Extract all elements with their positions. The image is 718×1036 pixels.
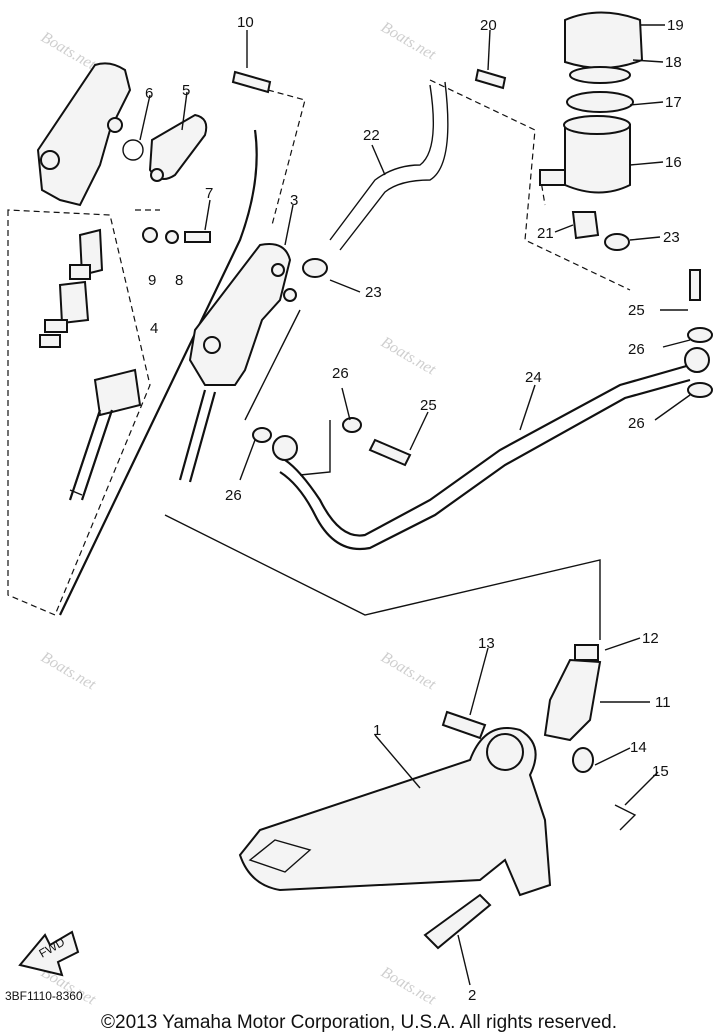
callout-12[interactable]: 12 bbox=[642, 630, 659, 647]
callout-2[interactable]: 2 bbox=[468, 987, 476, 1004]
front-direction-arrow[interactable]: FWD bbox=[18, 930, 80, 977]
callout-17[interactable]: 17 bbox=[665, 94, 682, 111]
bolt-25-center bbox=[368, 438, 412, 467]
brake-pedal-assembly bbox=[238, 644, 637, 950]
callout-3[interactable]: 3 bbox=[290, 192, 298, 209]
callout-5[interactable]: 5 bbox=[182, 82, 190, 99]
diagram-code: 3BF1110-8360 bbox=[5, 989, 83, 1003]
leader-lines bbox=[139, 24, 691, 986]
o-ring-6 bbox=[122, 139, 144, 161]
callout-26[interactable]: 26 bbox=[628, 415, 645, 432]
callout-14[interactable]: 14 bbox=[630, 739, 647, 756]
washer-26 bbox=[687, 327, 713, 343]
callout-6[interactable]: 6 bbox=[145, 85, 153, 102]
bolt-10 bbox=[231, 70, 272, 94]
watermark: Boats.net bbox=[38, 649, 99, 694]
brake-hose-24 bbox=[279, 363, 691, 551]
separator-line bbox=[59, 129, 258, 616]
master-cylinder-3 bbox=[178, 243, 297, 483]
watermark: Boats.net bbox=[38, 29, 99, 74]
dashed-guides bbox=[7, 79, 631, 640]
callout-26[interactable]: 26 bbox=[332, 365, 349, 382]
banjo-fitting bbox=[272, 435, 298, 461]
callout-21[interactable]: 21 bbox=[537, 225, 554, 242]
callout-20[interactable]: 20 bbox=[480, 17, 497, 34]
washer-26 bbox=[687, 382, 713, 398]
reservoir bbox=[539, 11, 644, 240]
banjo-fitting-right bbox=[684, 347, 710, 373]
callout-16[interactable]: 16 bbox=[665, 154, 682, 171]
clamp-23 bbox=[302, 258, 328, 278]
callout-26[interactable]: 26 bbox=[628, 341, 645, 358]
clamp-23b bbox=[604, 233, 630, 251]
watermark: Boats.net bbox=[378, 649, 439, 694]
master-cylinder-exploded bbox=[36, 62, 208, 501]
callout-10[interactable]: 10 bbox=[237, 14, 254, 31]
watermark: Boats.net bbox=[378, 19, 439, 64]
callouts: 1 2 3 4 5 6 7 8 9 10 11 12 13 14 15 16 1… bbox=[145, 14, 684, 1004]
washer-26 bbox=[342, 417, 362, 433]
callout-24[interactable]: 24 bbox=[525, 369, 542, 386]
callout-26[interactable]: 26 bbox=[225, 487, 242, 504]
callout-7[interactable]: 7 bbox=[205, 185, 213, 202]
copyright-notice: ©2013 Yamaha Motor Corporation, U.S.A. A… bbox=[101, 1012, 617, 1033]
callout-9[interactable]: 9 bbox=[148, 272, 156, 289]
callout-22[interactable]: 22 bbox=[363, 127, 380, 144]
watermark: Boats.net bbox=[378, 334, 439, 379]
hose-22 bbox=[329, 81, 449, 251]
callout-23[interactable]: 23 bbox=[365, 284, 382, 301]
callout-15[interactable]: 15 bbox=[652, 763, 669, 780]
callout-11[interactable]: 11 bbox=[655, 694, 671, 711]
callout-25[interactable]: 25 bbox=[628, 302, 645, 319]
bolt-washer-7-8-9 bbox=[142, 227, 211, 244]
callout-23[interactable]: 23 bbox=[663, 229, 680, 246]
callout-1[interactable]: 1 bbox=[373, 722, 381, 739]
callout-25[interactable]: 25 bbox=[420, 397, 437, 414]
callout-13[interactable]: 13 bbox=[478, 635, 495, 652]
watermark: Boats.net bbox=[378, 964, 439, 1009]
callout-19[interactable]: 19 bbox=[667, 17, 684, 34]
bolt-20 bbox=[474, 68, 507, 90]
bolt-25-right bbox=[689, 269, 701, 301]
callout-4[interactable]: 4 bbox=[150, 320, 158, 337]
callout-8[interactable]: 8 bbox=[175, 272, 183, 289]
callout-18[interactable]: 18 bbox=[665, 54, 682, 71]
washer-26 bbox=[252, 427, 272, 443]
